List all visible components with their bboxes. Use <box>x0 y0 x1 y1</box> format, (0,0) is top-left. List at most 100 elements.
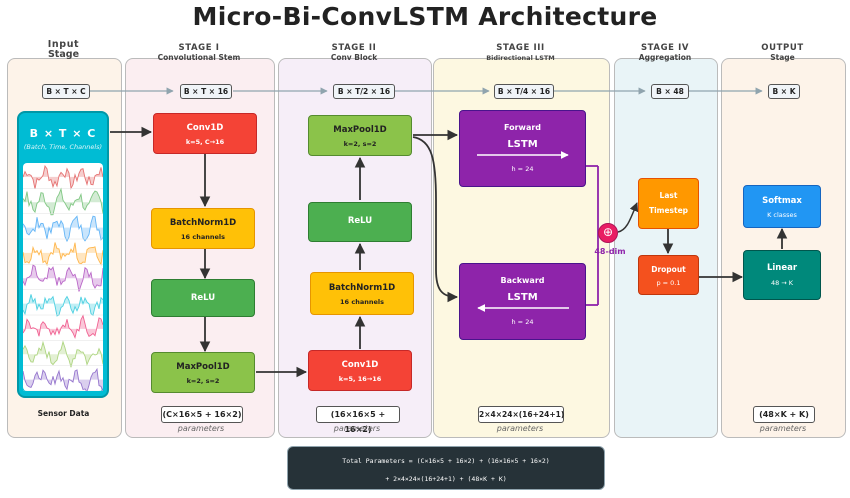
block-title-line1: Last <box>659 191 678 200</box>
block-params: 48 → K <box>770 279 794 287</box>
param-label-output: parameters <box>759 424 807 433</box>
block-params: k=2, s=2 <box>343 140 377 148</box>
sensor-channel-area <box>23 315 103 338</box>
sensor-channel-area <box>23 216 103 242</box>
stage-header-stage4: STAGE IV Aggregation <box>614 43 716 63</box>
stage1-relu-block: ReLU <box>151 279 255 317</box>
stage-name: STAGE I <box>178 43 220 53</box>
stage2-maxpool-block: MaxPool1D k=2, s=2 <box>308 115 412 156</box>
block-title: ReLU <box>190 293 216 303</box>
stage-sub: Stage <box>770 53 795 62</box>
sensor-waveform-panel <box>22 163 104 393</box>
total-parameters-box: Total Parameters = (C×16×5 + 16×2) + (16… <box>287 446 605 490</box>
block-title: BatchNorm1D <box>169 218 237 228</box>
stage1-batchnorm-block: BatchNorm1D 16 channels <box>151 208 255 249</box>
block-title: Forward <box>503 123 542 132</box>
stage-name: Input <box>47 39 80 50</box>
block-params: K classes <box>767 211 797 219</box>
sensor-channel-area <box>23 265 103 292</box>
concat-dim-label: 48-dim <box>594 247 626 256</box>
block-params: k=2, s=2 <box>186 377 220 385</box>
sensor-channel-line <box>22 314 104 340</box>
concat-symbol: ⊕ <box>602 225 614 239</box>
forward-lstm-block: Forward LSTM h = 24 <box>459 110 586 187</box>
sensor-subtitle: (Batch, Time, Channels) <box>23 143 103 151</box>
flow-arrow <box>617 202 639 233</box>
param-formula-output: (48×K + K) <box>753 406 815 423</box>
param-label-stage1: parameters <box>177 424 225 433</box>
concat-node: ⊕ <box>598 223 618 243</box>
sensor-title: B × T × C <box>29 127 97 140</box>
sensor-channel-line <box>22 340 104 368</box>
block-name: LSTM <box>507 292 538 303</box>
forward-direction-arrow <box>476 151 569 159</box>
sensor-channel-line <box>22 294 104 317</box>
block-title-line2: Timestep <box>648 206 689 215</box>
dim-label-input: B × T × C <box>42 84 90 99</box>
diagram-title: Micro-Bi-ConvLSTM Architecture <box>192 2 658 31</box>
block-name: LSTM <box>507 139 538 150</box>
param-label-stage3: parameters <box>496 424 544 433</box>
sensor-channel-line <box>22 215 104 243</box>
stage-sub: Stage <box>47 49 80 60</box>
stage-header-stage3: STAGE III Bidirectional LSTM <box>433 43 608 63</box>
stage1-maxpool-block: MaxPool1D k=2, s=2 <box>151 352 255 393</box>
stage-header-input: Input Stage <box>7 40 120 60</box>
panel-output <box>721 58 846 438</box>
stage-header-output: OUTPUT Stage <box>721 43 844 63</box>
stage2-conv1d-block: Conv1D k=5, 16→16 <box>308 350 412 391</box>
stage2-batchnorm-block: BatchNorm1D 16 channels <box>310 272 414 315</box>
sensor-channel-area <box>23 189 103 215</box>
flow-arrow <box>412 136 459 303</box>
block-params: 16 channels <box>340 298 384 306</box>
softmax-block: Softmax K classes <box>743 185 821 228</box>
stage1-conv1d-block: Conv1D k=5, C→16 <box>153 113 257 154</box>
sensor-card: B × T × C (Batch, Time, Channels) <box>17 111 109 398</box>
sensor-channel-area <box>23 369 103 393</box>
dim-label-stage1: B × T × 16 <box>180 84 232 99</box>
stage-name: STAGE IV <box>640 43 690 53</box>
sensor-channel-line <box>22 165 104 190</box>
stage-header-stage2: STAGE II Conv Block <box>278 43 430 63</box>
dim-label-output: B × K <box>768 84 800 99</box>
sensor-channel-line <box>22 264 104 292</box>
block-title: Dropout <box>651 265 686 274</box>
dim-label-stage4: B × 48 <box>651 84 689 99</box>
dropout-block: Dropout p = 0.1 <box>638 255 699 295</box>
sensor-channel-line <box>22 187 104 216</box>
stage-sub: Conv Block <box>330 53 378 62</box>
total-line-2: + 2×4×24×(16+24+1) + (48×K + K) <box>385 475 507 483</box>
block-params: h = 24 <box>511 318 534 326</box>
sensor-label: Sensor Data <box>37 409 90 418</box>
stage-name: OUTPUT <box>761 43 804 53</box>
stage-sub: Aggregation <box>638 53 692 62</box>
linear-block: Linear 48 → K <box>743 250 821 300</box>
block-title: Backward <box>500 276 545 285</box>
block-title: Softmax <box>762 196 802 206</box>
sensor-channel-area <box>23 166 103 189</box>
dim-label-stage3: B × T/4 × 16 <box>494 84 554 99</box>
block-title: BatchNorm1D <box>328 283 396 293</box>
param-formula-stage1: (C×16×5 + 16×2) <box>161 406 243 423</box>
sensor-channel-line <box>22 242 104 267</box>
block-title: Conv1D <box>341 360 379 370</box>
block-title: Linear <box>766 263 798 273</box>
block-params: k=5, 16→16 <box>338 375 382 383</box>
block-params: h = 24 <box>511 165 534 173</box>
block-params: 16 channels <box>181 233 225 241</box>
sensor-channel-area <box>23 341 103 368</box>
block-title: Conv1D <box>186 123 224 133</box>
dim-label-stage2: B × T/2 × 16 <box>333 84 395 99</box>
block-title: ReLU <box>347 216 373 226</box>
param-label-stage2: parameters <box>333 424 381 433</box>
block-title: MaxPool1D <box>176 362 230 372</box>
last-timestep-block: Last Timestep <box>638 178 699 229</box>
stage-name: STAGE II <box>331 43 377 53</box>
backward-direction-arrow <box>476 304 569 312</box>
block-title: MaxPool1D <box>333 125 387 135</box>
sensor-waveforms <box>22 165 104 393</box>
stage-sub: Bidirectional LSTM <box>486 54 555 62</box>
block-params: p = 0.1 <box>656 279 681 287</box>
block-params: k=5, C→16 <box>185 138 225 146</box>
stage-name: STAGE III <box>496 43 545 53</box>
